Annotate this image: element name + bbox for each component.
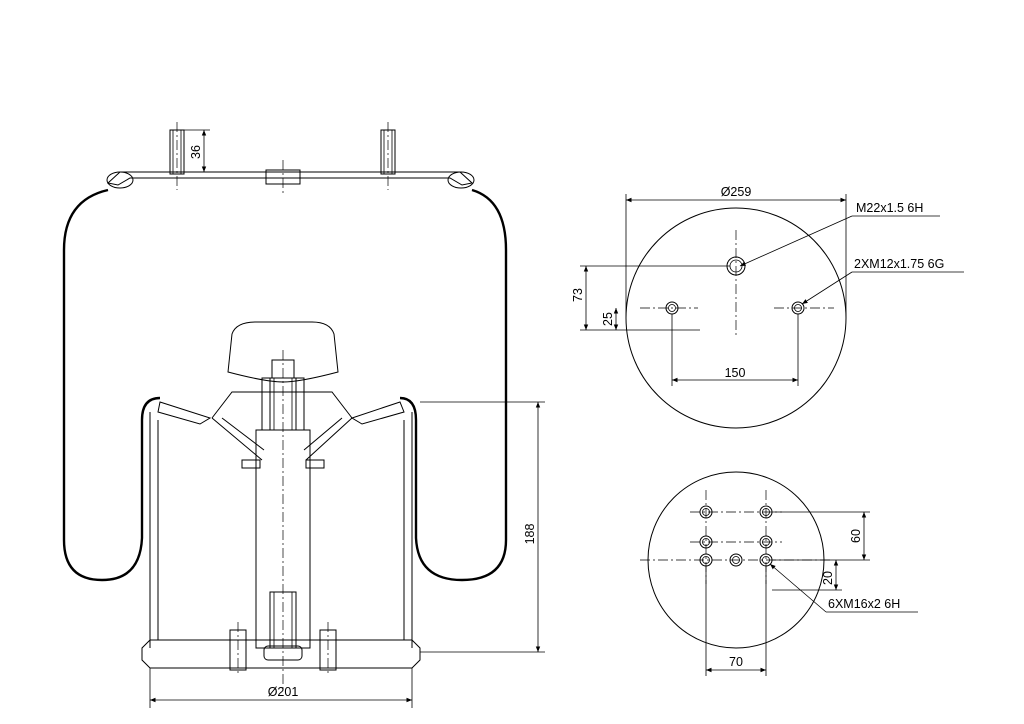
piston-shoulder-left [157,401,212,425]
dim-stud-height-label: 36 [189,145,203,159]
dim-side-height: 188 [420,401,545,653]
base-plate [141,639,421,669]
dim-stud-offset-label: 25 [601,312,615,326]
dim-bottom-spacing-x-label: 70 [729,655,743,669]
top-plate-outline [625,207,847,429]
dim-center-offset-label: 73 [571,288,585,302]
center-column [255,429,311,649]
dim-side-height-label: 188 [523,524,537,545]
callout-top-studs: 2XM12x1.75 6G [854,257,944,271]
side-section-view: 36 188 Ø201 [62,122,545,708]
bead-left [106,171,134,189]
piston [141,321,421,690]
bellows-outline [62,188,161,582]
dim-bottom-offset-y-label: 20 [821,571,835,585]
dim-top-diameter-label: Ø259 [721,185,752,199]
bead-right [447,171,475,189]
top-stud-left [169,122,185,190]
base-nut [263,645,303,661]
dim-stud-spacing-label: 150 [725,366,746,380]
top-stud-right [380,122,396,190]
top-plate-plan-view: Ø259 73 25 150 M22x1.5 6H 2XM12x1.75 6G [571,185,964,429]
dim-stud-height: 36 [184,129,210,173]
callout-bottom-threads: 6XM16x2 6H [828,597,900,611]
callout-center-thread: M22x1.5 6H [856,201,923,215]
dim-base-diameter-label: Ø201 [268,685,299,699]
top-plate [106,171,474,186]
base-thread-holes [699,505,773,567]
piston-shoulder-right [350,401,405,425]
dim-bottom-spacing-y-label: 60 [849,529,863,543]
dim-base-diameter: Ø201 [149,668,413,708]
base-plate-plan-view: 60 20 70 6XM16x2 6H [640,471,918,676]
